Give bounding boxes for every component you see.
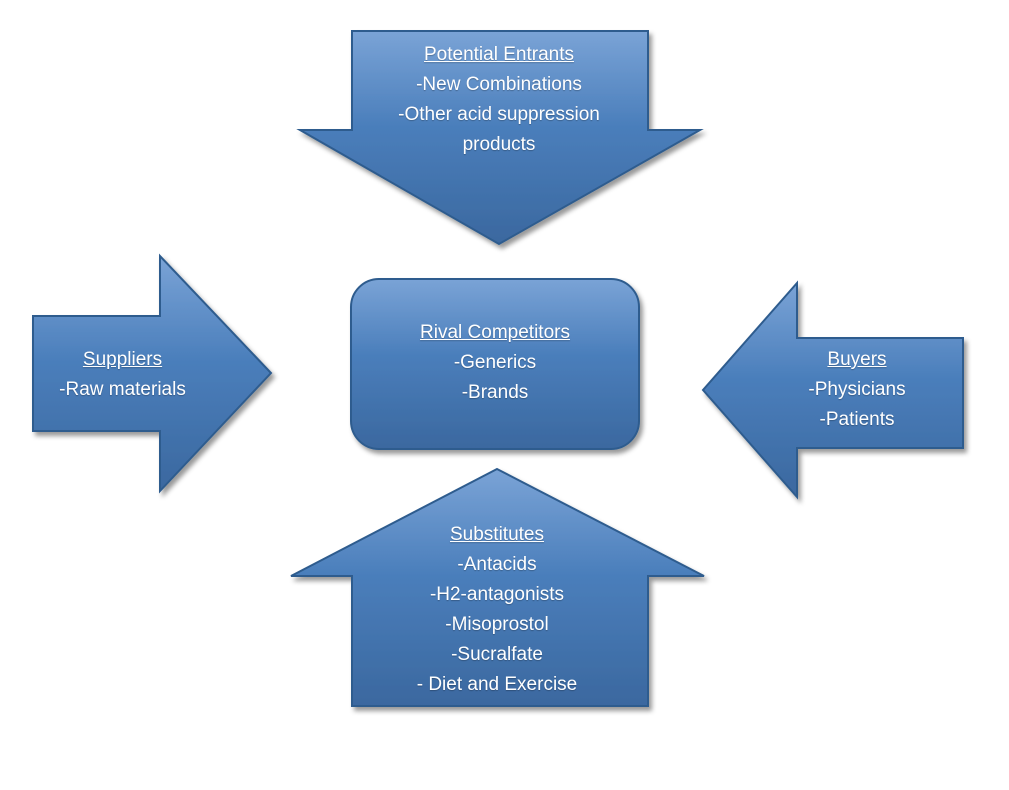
potential-entrants-arrow-shape bbox=[296, 30, 704, 246]
substitutes-arrow-shape bbox=[290, 467, 705, 707]
rival-competitors-box-shape bbox=[350, 278, 640, 450]
buyers-arrow-shape bbox=[701, 280, 964, 500]
suppliers-arrow-shape bbox=[32, 253, 273, 494]
